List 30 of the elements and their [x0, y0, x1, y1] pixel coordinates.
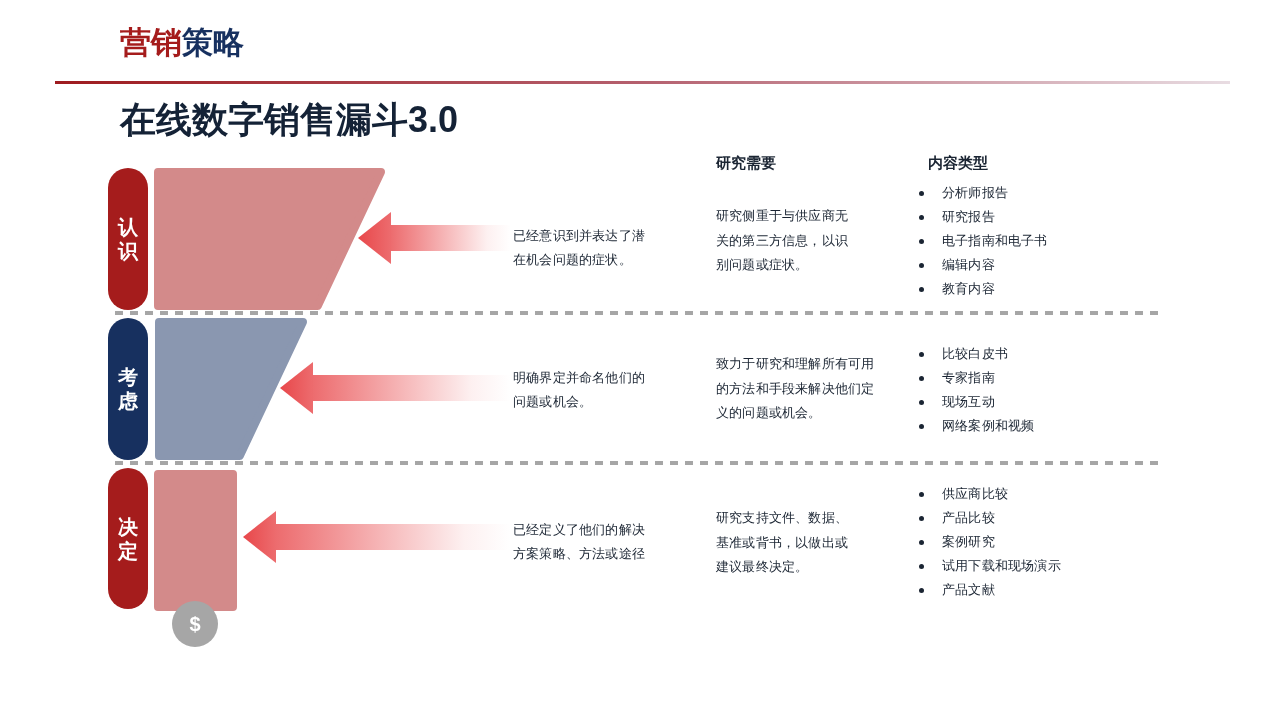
- stage-pill: 认识: [108, 168, 148, 310]
- list-item-text: 网络案例和视频: [942, 417, 1035, 435]
- list-item-text: 分析师报告: [942, 184, 1008, 202]
- column-header: 内容类型: [928, 153, 988, 173]
- stage-pill: 决定: [108, 468, 148, 609]
- research-text: 致力于研究和理解所有可用的方法和手段来解决他们定义的问题或机会。: [716, 355, 876, 422]
- list-item-text: 试用下载和现场演示: [942, 557, 1061, 575]
- funnel-band: [154, 470, 237, 611]
- funnel-band: [154, 168, 385, 310]
- funnel-band: [155, 318, 307, 460]
- stage-pill: 考虑: [108, 318, 148, 460]
- list-item-text: 现场互动: [942, 393, 995, 411]
- research-text: 研究支持文件、数据、基准或背书，以做出或建议最终决定。: [716, 509, 849, 576]
- description-text: 明确界定并命名他们的问题或机会。: [513, 366, 649, 414]
- list-item-text: 专家指南: [942, 369, 995, 387]
- list-item-text: 供应商比较: [942, 485, 1008, 503]
- list-item-text: 产品比较: [942, 509, 995, 527]
- list-item-text: 教育内容: [942, 280, 995, 298]
- description-text: 已经定义了他们的解决方案策略、方法或途径: [513, 518, 649, 566]
- research-text: 研究侧重于与供应商无关的第三方信息，以识别问题或症状。: [716, 207, 849, 274]
- list-item-text: 比较白皮书: [942, 345, 1008, 363]
- list-item-text: 产品文献: [942, 581, 995, 599]
- column-header: 研究需要: [716, 153, 776, 173]
- list-item-text: 案例研究: [942, 533, 995, 551]
- page-title: 在线数字销售漏斗3.0: [120, 98, 459, 142]
- list-item-text: 研究报告: [942, 208, 995, 226]
- list-item-text: 电子指南和电子书: [942, 232, 1048, 250]
- description-text: 已经意识到并表达了潜在机会问题的症状。: [513, 224, 649, 272]
- dollar-circle: $: [172, 601, 218, 647]
- list-item-text: 编辑内容: [942, 256, 995, 274]
